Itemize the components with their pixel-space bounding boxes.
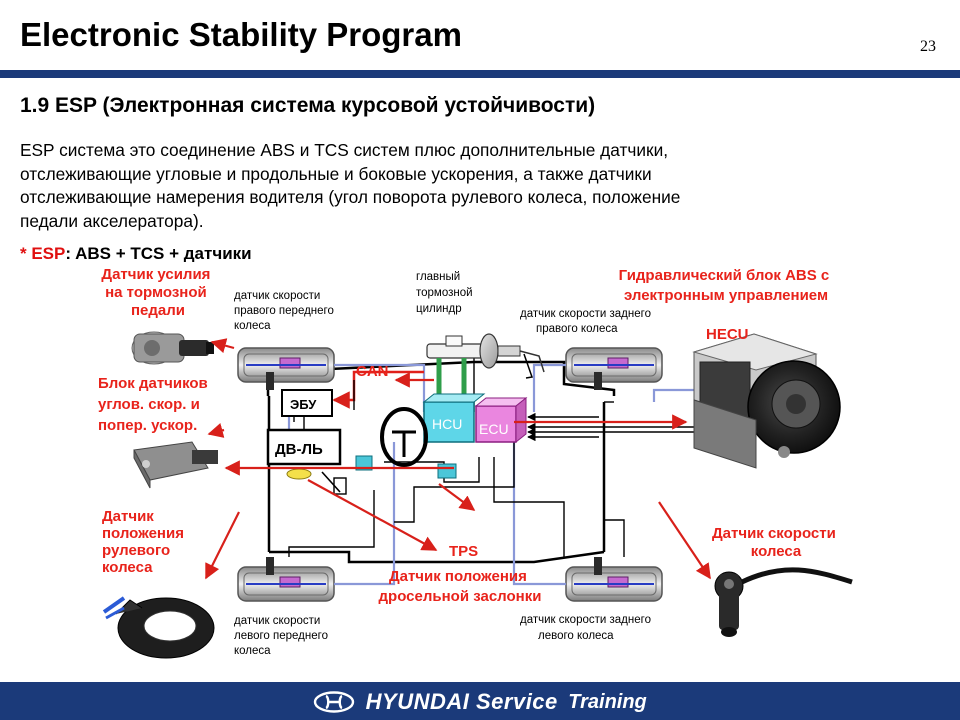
hecu-photo: [692, 333, 841, 469]
esp-diagram: Датчик усилия на тормозной педали Блок д…: [94, 262, 862, 678]
header-rule: [0, 70, 960, 78]
label-front-right-speed: датчик скорости правого переднего колеса: [234, 290, 337, 332]
brake-pressure-sensor-photo: [131, 331, 214, 365]
label-throttle-sensor: Датчик положения дросельной заслонки: [379, 568, 542, 605]
label-hecu: HECU: [706, 326, 749, 343]
label-brake-force-sensor: Датчик усилия на тормозной педали: [101, 266, 214, 319]
brake-pedal: [523, 353, 534, 379]
label-wheel-speed-sensor: Датчик скорости колеса: [712, 525, 840, 560]
intro-line: ESP система это соединение ABS и TCS сис…: [20, 140, 669, 160]
label-sensor-block: Блок датчиков углов. скор. и попер. уско…: [98, 375, 212, 434]
steering-angle-sensor-photo: [102, 596, 215, 659]
footer-bar: HYUNDAI Service Training: [0, 682, 960, 720]
page-number: 23: [920, 38, 936, 55]
signal-lines: [288, 354, 694, 557]
intro-line: педали акселератора).: [20, 210, 204, 231]
front-right-wheel: [237, 347, 335, 390]
label-ecu: ECU: [479, 421, 509, 437]
label-hydraulic-unit: Гидравлический блок ABS с электронным уп…: [619, 267, 834, 304]
ebu-box: [281, 389, 333, 417]
intro-line: отслеживающие намерения водителя (угол п…: [20, 187, 681, 207]
label-tps: TPS: [449, 543, 478, 560]
esp-formula: * ESP: ABS + TCS + датчики: [20, 244, 252, 264]
label-ebu: ЭБУ: [290, 397, 317, 412]
throttle-small: [286, 468, 312, 480]
engine-box: [266, 428, 342, 466]
master-cylinder: [426, 333, 545, 402]
formula-rest: : ABS + TCS + датчики: [65, 244, 252, 263]
hcu-ecu-unit: [422, 393, 528, 444]
label-hcu: HCU: [432, 416, 462, 432]
brand-name: HYUNDAI Service: [365, 689, 558, 714]
front-left-wheel: [237, 557, 335, 602]
rear-left-wheel: [565, 557, 663, 602]
slide-title: Electronic Stability Program: [20, 16, 462, 53]
yaw-sensor-small: [437, 463, 457, 479]
steering-wheel: [380, 407, 428, 467]
brand: HYUNDAI Service Training: [0, 689, 960, 715]
intro-line: отслеживающие угловые и продольные и бок…: [20, 163, 652, 184]
yaw-rate-sensor-photo: [133, 441, 218, 489]
red-arrows: [205, 338, 711, 580]
label-front-left-speed: датчик скорости левого переднего колеса: [234, 615, 331, 657]
label-rear-right-speed: датчик скорости заднего правого колеса: [520, 308, 654, 335]
hyundai-logo-icon: [314, 691, 355, 713]
brand-suffix: Training: [568, 690, 647, 713]
label-master-cylinder: главный тормозной цилиндр: [416, 271, 476, 315]
rear-right-wheel: [565, 347, 663, 390]
accelerator-pedal: [321, 471, 347, 495]
label-rear-left-speed: датчик скорости заднего левого колеса: [520, 614, 654, 642]
label-engine: ДВ-ЛЬ: [275, 441, 323, 458]
wheel-speed-sensor-photo: [714, 567, 853, 637]
label-can: CAN: [356, 363, 389, 380]
intro-paragraph: ESP система это соединение ABS и TCS сис…: [20, 139, 880, 233]
label-steering-sensor: Датчик положения рулевого колеса: [102, 508, 188, 576]
formula-prefix: * ESP: [20, 244, 66, 263]
section-heading: 1.9 ESP (Электронная система курсовой ус…: [20, 94, 596, 117]
steering-angle-sensor-small: [355, 455, 373, 471]
